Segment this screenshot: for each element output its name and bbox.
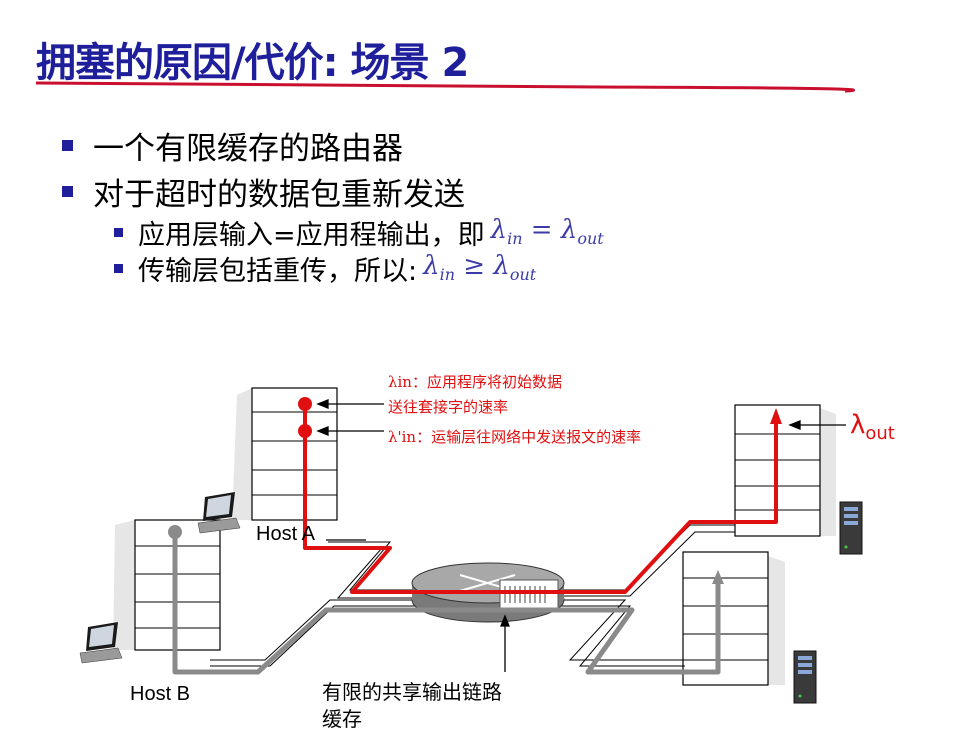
- sub-bullet-text: 传输层包括重传，所以:: [138, 255, 418, 287]
- computer-icon-host-a: [197, 492, 241, 534]
- sub-bullet-item: 传输层包括重传，所以: λin ≥ λout: [114, 250, 604, 287]
- lambda-in-dot: [298, 397, 312, 411]
- annotation-arrows: [316, 399, 846, 672]
- lambda-in-annotation-line2: 送往套接字的速率: [388, 398, 509, 416]
- lambda-in-annotation-line1: λin：应用程序将初始数据: [388, 373, 562, 391]
- bullet-text: 对于超时的数据包重新发送: [93, 176, 465, 213]
- server-icon-top: [839, 501, 863, 555]
- bullet-square-icon: [62, 139, 73, 151]
- host-b-flow-path: [172, 532, 721, 675]
- server-icon-bottom: [793, 650, 817, 704]
- server-bottom-protocol-stack: [682, 551, 769, 686]
- bullet-list: 一个有限缓存的路由器 对于超时的数据包重新发送 应用层输入=应用程输出，即 λi…: [62, 122, 604, 287]
- buffer-label-line2: 缓存: [322, 707, 362, 731]
- host-b-shadow: [113, 520, 135, 650]
- sub-bullet-item: 应用层输入=应用程输出，即 λin = λout: [114, 214, 604, 251]
- sub-bullet-text: 应用层输入=应用程输出，即: [138, 219, 485, 251]
- host-a-label: Host A: [256, 523, 315, 545]
- server-top-shadow: [820, 408, 836, 536]
- computer-icon-host-b: [79, 622, 123, 664]
- bullet-item: 一个有限缓存的路由器: [62, 122, 604, 168]
- lambda-out-label: λout: [850, 410, 895, 445]
- host-a-protocol-stack: [251, 387, 338, 521]
- host-a-flow-arrowhead: [770, 408, 782, 424]
- bullet-square-icon: [62, 185, 73, 197]
- bullet-text: 一个有限缓存的路由器: [93, 130, 403, 167]
- server-bottom-shadow: [768, 556, 785, 685]
- bullet-item: 对于超时的数据包重新发送: [62, 168, 604, 214]
- host-a-shadow: [232, 388, 252, 520]
- host-b-label: Host B: [130, 683, 191, 705]
- bullet-square-icon: [114, 227, 123, 237]
- lambda-prime-in-annotation: λ'in：运输层往网络中发送报文的速率: [388, 428, 642, 446]
- equation-lambda-ge: λin ≥ λout: [423, 251, 537, 285]
- title-underline: [35, 81, 855, 93]
- page-title: 拥塞的原因/代价: 场景 2: [36, 40, 469, 86]
- buffer-label-line1: 有限的共享输出链路: [322, 680, 502, 704]
- bullet-square-icon: [114, 263, 123, 273]
- host-b-origin-dot: [168, 525, 182, 539]
- host-b-flow-arrowhead: [712, 570, 724, 584]
- lambda-prime-in-dot: [298, 424, 312, 438]
- equation-lambda-eq: λin = λout: [490, 215, 604, 249]
- host-a-flow-path: [303, 404, 778, 594]
